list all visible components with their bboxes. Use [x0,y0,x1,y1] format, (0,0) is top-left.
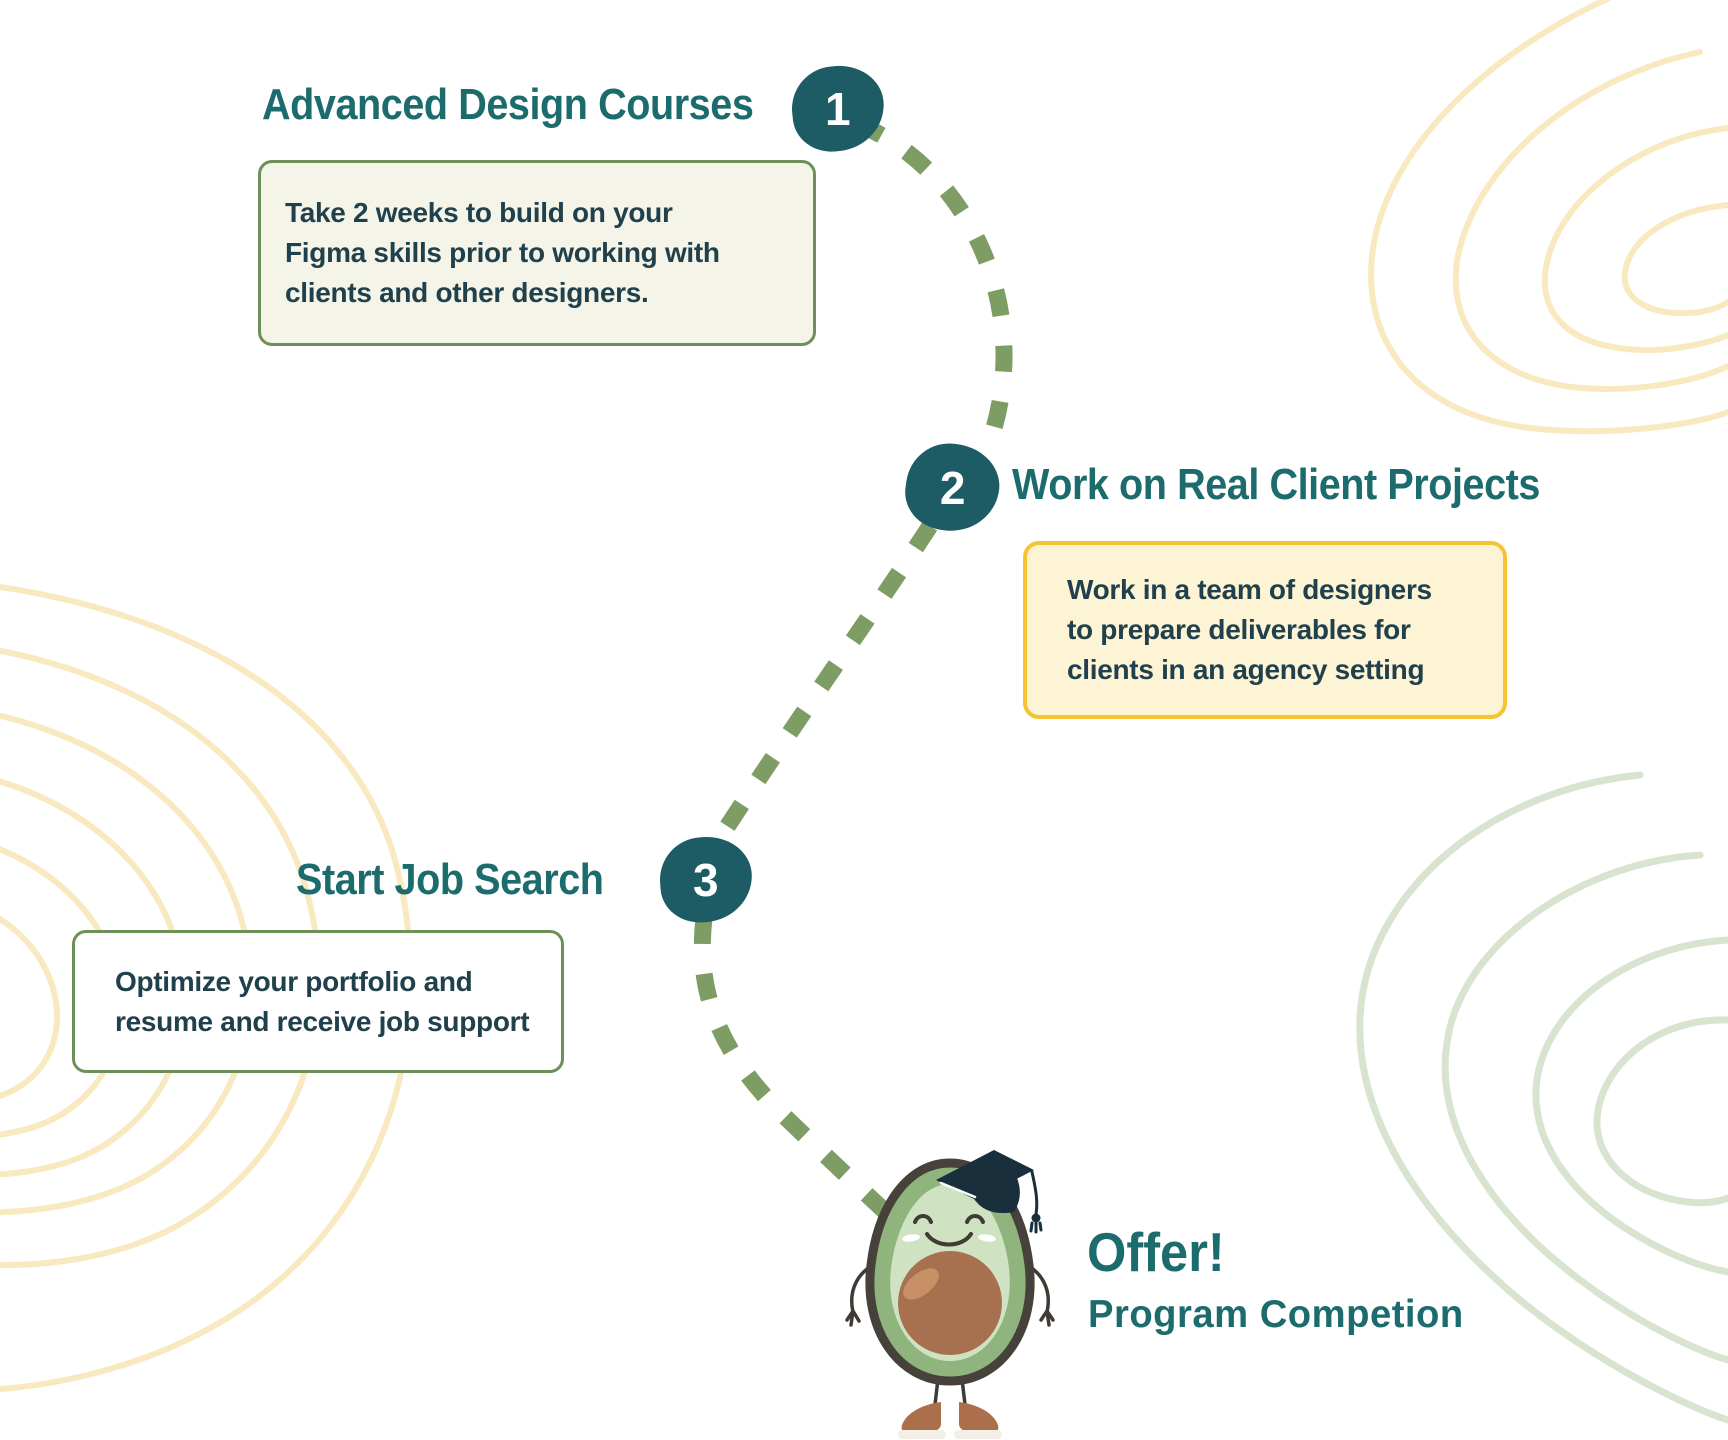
step-3-card: Optimize your portfolio and resume and r… [72,930,564,1073]
contour-pattern-right-green [1356,771,1728,1424]
completion-title: Offer! [1087,1221,1225,1283]
step-2-title: Work on Real Client Projects [1012,460,1541,509]
step-2-number: 2 [939,461,966,514]
step-3-title: Start Job Search [296,855,604,904]
graduate-avocado-icon [845,1150,1055,1439]
step-2-card: Work in a team of designers to prepare d… [1023,541,1507,719]
step-2-description: Work in a team of designers to prepare d… [1067,574,1432,685]
step-1-card: Take 2 weeks to build on your Figma skil… [258,160,816,346]
step-3-number: 3 [693,853,719,906]
dashed-journey-path [693,116,1013,1225]
completion-subtitle: Program Competion [1088,1293,1464,1336]
step-3-description: Optimize your portfolio and resume and r… [115,965,530,1037]
contour-pattern-top-right-yellow [1368,0,1728,435]
step-1-number: 1 [825,82,851,135]
step-1-title: Advanced Design Courses [262,80,754,129]
step-1-description: Take 2 weeks to build on your Figma skil… [285,197,720,308]
